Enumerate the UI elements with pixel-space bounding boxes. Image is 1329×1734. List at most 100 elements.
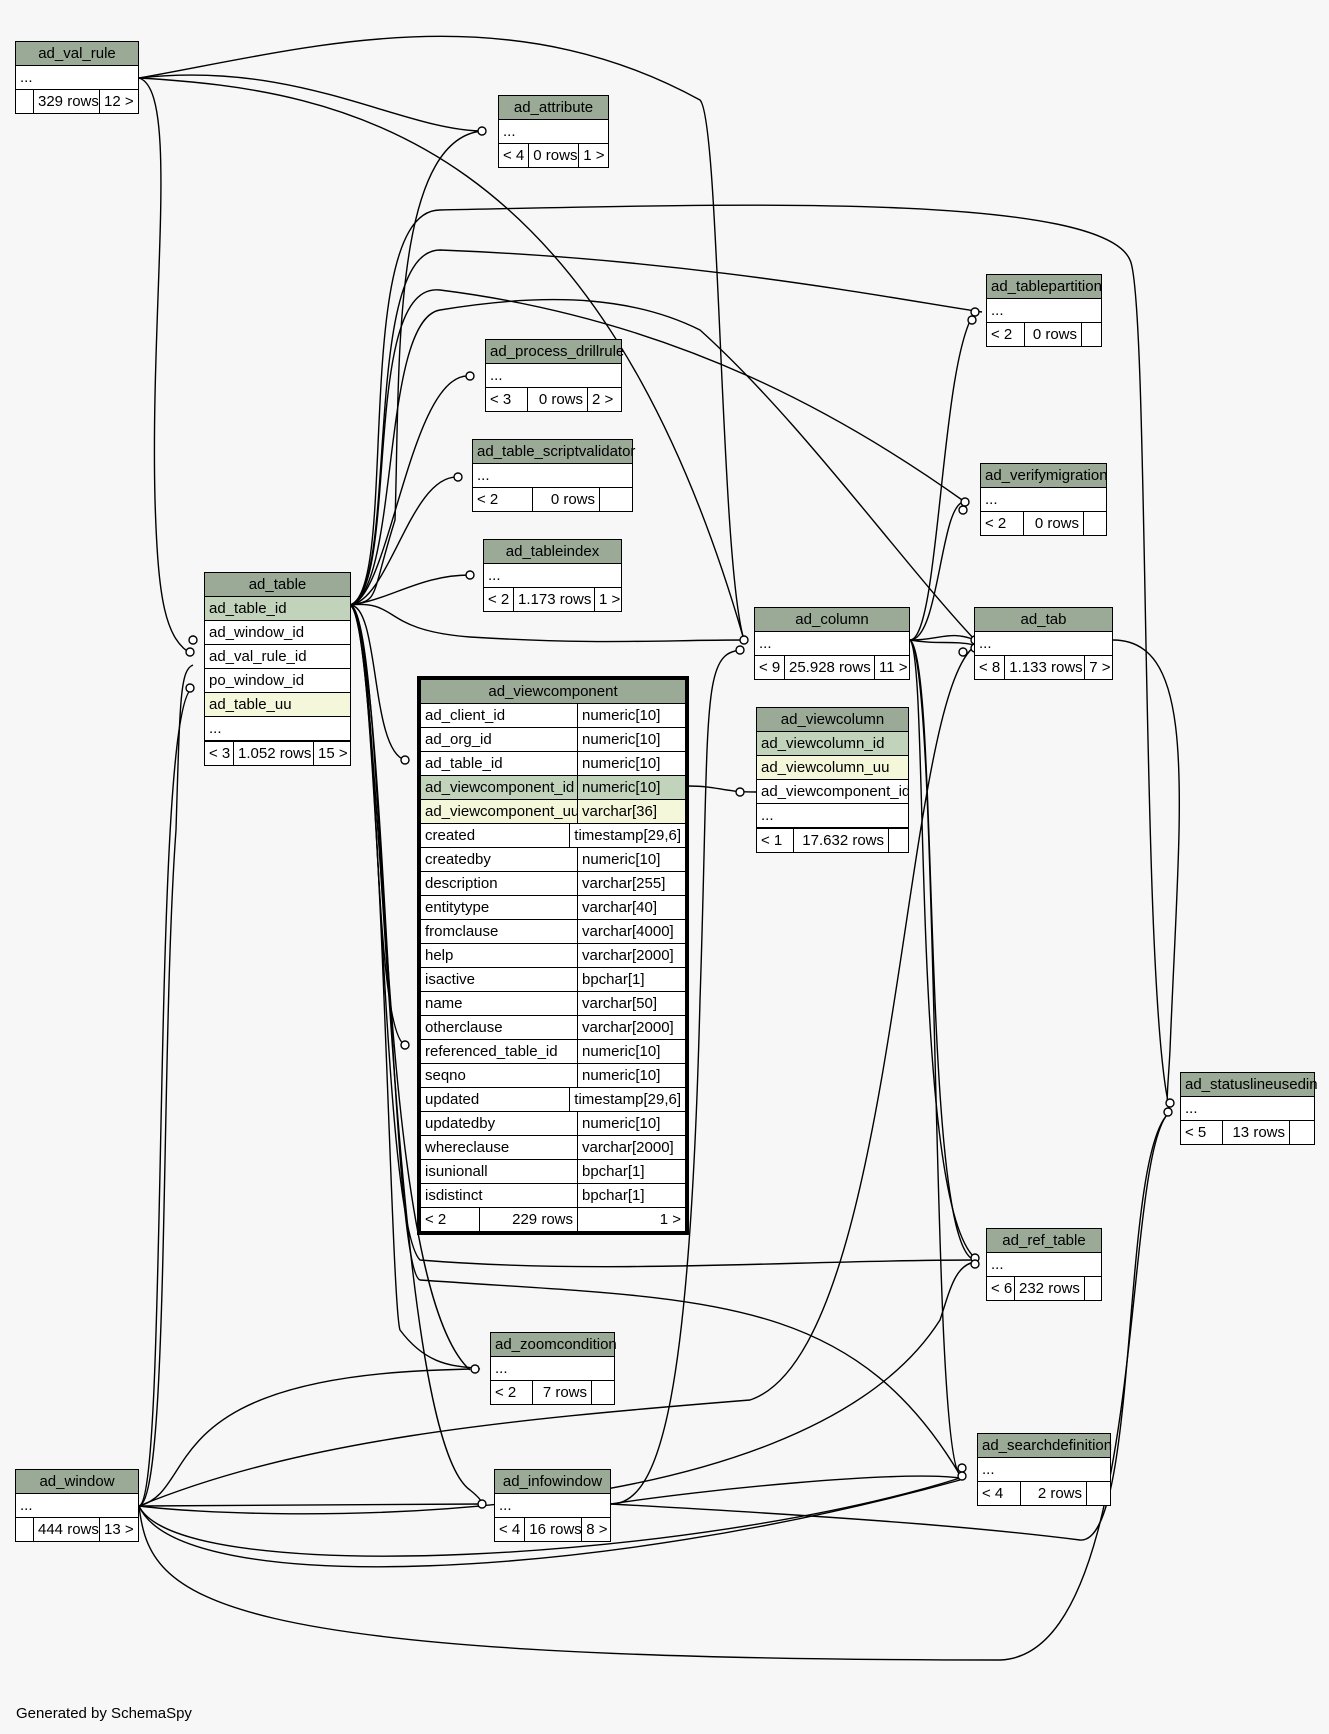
column-type: bpchar[1] bbox=[582, 971, 645, 988]
column-row: ... bbox=[975, 632, 1112, 656]
children-count: < 3 bbox=[205, 742, 234, 765]
column-type: varchar[255] bbox=[582, 875, 666, 892]
column-name: referenced_table_id bbox=[421, 1040, 578, 1063]
table-footer: < 2 0 rows bbox=[987, 323, 1101, 346]
children-count bbox=[16, 90, 34, 113]
column-type: numeric[10] bbox=[582, 707, 661, 724]
column-type: numeric[10] bbox=[582, 1043, 661, 1060]
table-ad-tablepartition[interactable]: ad_tablepartition ... < 2 0 rows bbox=[986, 274, 1102, 347]
parents-count bbox=[1290, 1121, 1314, 1144]
column-row: ... bbox=[755, 632, 909, 656]
table-ad-table[interactable]: ad_table ad_table_id ad_window_id ad_val… bbox=[204, 572, 351, 766]
row-count: 17.632 rows bbox=[794, 829, 889, 852]
column-row: ... bbox=[987, 299, 1101, 323]
row-count: 0 rows bbox=[1024, 512, 1084, 535]
table-ad-attribute[interactable]: ad_attribute ... < 4 0 rows 1 > bbox=[498, 95, 609, 168]
column-name: created bbox=[421, 824, 571, 847]
table-ad-window[interactable]: ad_window ... 444 rows 13 > bbox=[15, 1469, 139, 1542]
children-count: < 2 bbox=[981, 512, 1024, 535]
column-type: numeric[10] bbox=[582, 731, 661, 748]
column-type: varchar[2000] bbox=[582, 1139, 674, 1156]
column-type: varchar[2000] bbox=[582, 1019, 674, 1036]
table-ad-verifymigration[interactable]: ad_verifymigration ... < 2 0 rows bbox=[980, 463, 1108, 536]
column-row: ... bbox=[16, 1494, 138, 1518]
row-count: 13 rows bbox=[1223, 1121, 1290, 1144]
parents-count: 8 > bbox=[586, 1521, 608, 1538]
table-footer: < 3 1.052 rows 15 > bbox=[205, 741, 350, 765]
table-ad-column[interactable]: ad_column ... < 9 25.928 rows 11 > bbox=[754, 607, 910, 680]
table-ad-statuslineusedin[interactable]: ad_statuslineusedin ... < 5 13 rows bbox=[1180, 1072, 1318, 1145]
table-header: ad_statuslineusedin bbox=[1181, 1073, 1318, 1097]
column-row: ad_viewcomponent_id bbox=[757, 780, 908, 804]
row-count: 0 rows bbox=[529, 144, 580, 167]
column-name: description bbox=[421, 872, 578, 895]
table-header: ad_viewcolumn bbox=[757, 708, 908, 732]
table-ad-infowindow[interactable]: ad_infowindow ... < 4 16 rows 8 > bbox=[494, 1469, 611, 1542]
table-footer: < 2 7 rows bbox=[491, 1381, 614, 1404]
children-count bbox=[16, 1518, 34, 1541]
parents-count: 7 > bbox=[1089, 659, 1111, 676]
table-header: ad_column bbox=[755, 608, 909, 632]
parents-count: 13 > bbox=[104, 1521, 134, 1538]
column-row: ... bbox=[473, 464, 632, 488]
table-header: ad_viewcomponent bbox=[421, 680, 685, 704]
table-ad-zoomcondition[interactable]: ad_zoomcondition ... < 2 7 rows bbox=[490, 1332, 617, 1405]
column-name: name bbox=[421, 992, 578, 1015]
parents-count bbox=[1085, 1277, 1101, 1300]
table-footer: < 4 2 rows bbox=[978, 1482, 1110, 1505]
table-footer: < 2 0 rows bbox=[981, 512, 1106, 535]
column-name: ad_viewcomponent_uu bbox=[421, 800, 578, 823]
table-ad-viewcolumn[interactable]: ad_viewcolumn ad_viewcolumn_id ad_viewco… bbox=[756, 707, 909, 853]
table-ad-table-scriptvalidator[interactable]: ad_table_scriptvalidator ... < 2 0 rows bbox=[472, 439, 635, 512]
column-row: ... bbox=[1181, 1097, 1314, 1121]
children-count: < 9 bbox=[755, 656, 785, 679]
column-type: varchar[36] bbox=[582, 803, 658, 820]
children-count: < 2 bbox=[473, 488, 533, 511]
children-count: < 2 bbox=[484, 588, 514, 611]
parents-count: 12 > bbox=[104, 93, 134, 110]
table-ad-val-rule[interactable]: ad_val_rule ... 329 rows 12 > bbox=[15, 41, 139, 114]
column-type: timestamp[29,6] bbox=[574, 1091, 681, 1108]
column-row: ... bbox=[499, 120, 608, 144]
table-ad-searchdefinition[interactable]: ad_searchdefinition ... < 4 2 rows bbox=[977, 1433, 1112, 1506]
column-name: ad_table_id bbox=[421, 752, 578, 775]
table-header: ad_searchdefinition bbox=[978, 1434, 1112, 1458]
column-name: createdby bbox=[421, 848, 578, 871]
table-ad-process-drillrule[interactable]: ad_process_drillrule ... < 3 0 rows 2 > bbox=[485, 339, 624, 412]
column-name: isunionall bbox=[421, 1160, 578, 1183]
column-type: bpchar[1] bbox=[582, 1187, 645, 1204]
table-header: ad_attribute bbox=[499, 96, 608, 120]
row-count: 0 rows bbox=[1025, 323, 1082, 346]
table-footer: < 9 25.928 rows 11 > bbox=[755, 656, 909, 679]
table-header: ad_process_drillrule bbox=[486, 340, 624, 364]
children-count: < 1 bbox=[757, 829, 794, 852]
parents-count: 1 > bbox=[599, 591, 621, 608]
parents-count: 2 > bbox=[592, 391, 614, 408]
column-row: ad_val_rule_id bbox=[205, 645, 350, 669]
column-name: fromclause bbox=[421, 920, 578, 943]
column-name: entitytype bbox=[421, 896, 578, 919]
column-type: timestamp[29,6] bbox=[574, 827, 681, 844]
children-count: < 4 bbox=[978, 1482, 1021, 1505]
column-name: ad_org_id bbox=[421, 728, 578, 751]
table-header: ad_val_rule bbox=[16, 42, 138, 66]
children-count: < 4 bbox=[495, 1518, 526, 1541]
column-type: varchar[2000] bbox=[582, 947, 674, 964]
table-ad-tableindex[interactable]: ad_tableindex ... < 2 1.173 rows 1 > bbox=[483, 539, 622, 612]
table-header: ad_ref_table bbox=[987, 1229, 1101, 1253]
table-footer: < 2 1.173 rows 1 > bbox=[484, 588, 621, 611]
column-row: ... bbox=[205, 717, 350, 741]
table-ad-tab[interactable]: ad_tab ... < 8 1.133 rows 7 > bbox=[974, 607, 1113, 680]
table-footer: < 4 16 rows 8 > bbox=[495, 1518, 610, 1541]
table-ad-ref-table[interactable]: ad_ref_table ... < 6 232 rows bbox=[986, 1228, 1102, 1301]
